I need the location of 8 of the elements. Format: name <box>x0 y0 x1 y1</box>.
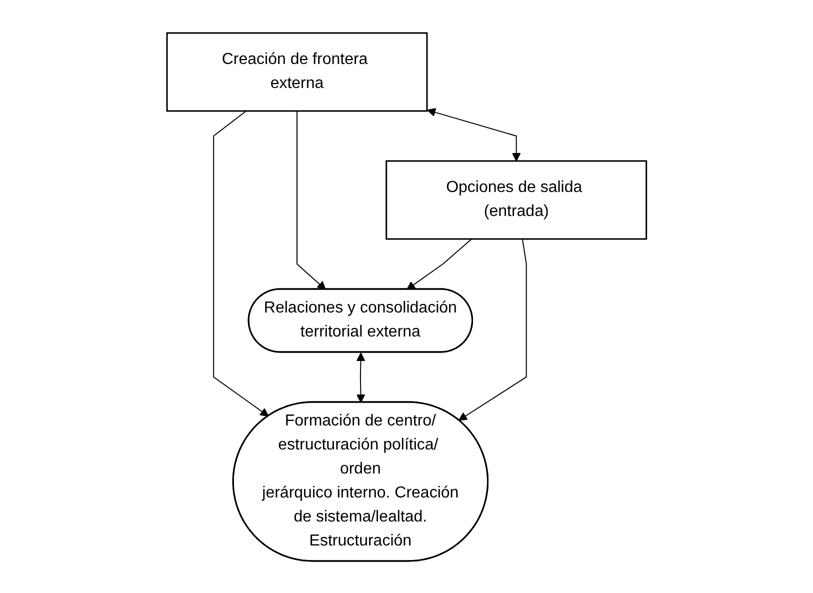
arrow <box>356 352 365 402</box>
arrow <box>426 108 521 161</box>
arrow <box>212 110 269 416</box>
node-box: Opciones de salida (entrada) <box>385 160 647 240</box>
arrow <box>406 238 472 290</box>
node-box: Creación de frontera externa <box>166 32 428 112</box>
arrow <box>296 110 326 290</box>
arrow <box>458 238 527 420</box>
